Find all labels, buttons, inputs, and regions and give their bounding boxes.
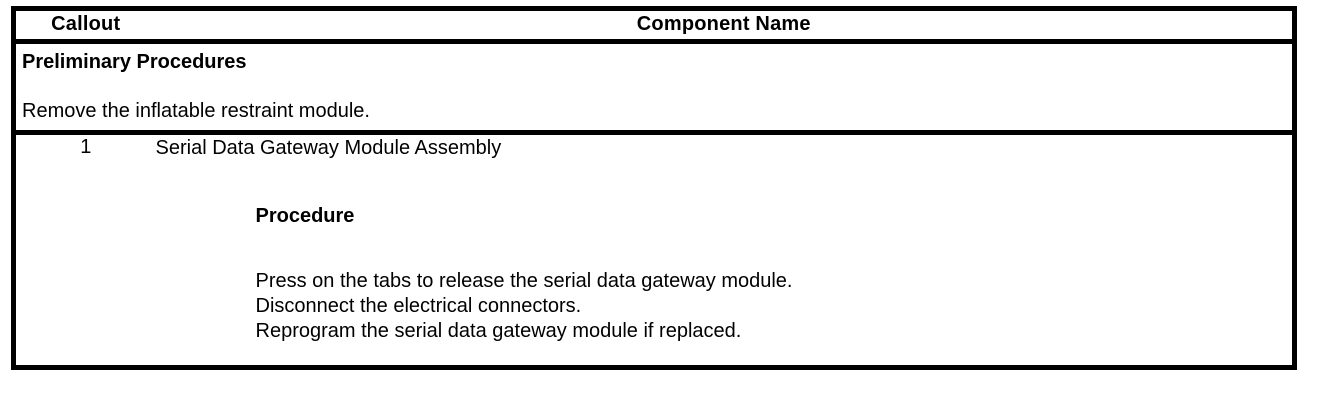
procedure-step: Disconnect the electrical connectors. [255, 295, 582, 317]
procedure-spacer-top [256, 161, 1293, 203]
preliminary-procedures-row: Preliminary Procedures Remove the inflat… [13, 41, 1295, 135]
component-title: Serial Data Gateway Module Assembly [155, 137, 502, 159]
procedure-block: Procedure Press on the tabs to release t… [256, 161, 1293, 344]
preliminary-procedures-text: Remove the inflatable restraint module. [22, 100, 370, 122]
header-cell-callout: Callout [13, 8, 156, 44]
header-label-callout: Callout [51, 13, 121, 35]
preliminary-procedures-title: Preliminary Procedures [22, 51, 247, 73]
table-row: 1 Serial Data Gateway Module Assembly Pr… [13, 132, 1295, 368]
callout-number: 1 [80, 136, 92, 158]
component-cell: Serial Data Gateway Module Assembly Proc… [155, 132, 1295, 368]
header-cell-component-name: Component Name [155, 8, 1295, 44]
procedure-step: Reprogram the serial data gateway module… [255, 320, 742, 342]
header-label-component-name: Component Name [636, 13, 811, 35]
procedure-step: Press on the tabs to release the serial … [255, 270, 793, 292]
procedure-spacer-mid [256, 229, 1293, 269]
procedure-heading: Procedure [255, 205, 355, 227]
preliminary-procedures-cell: Preliminary Procedures Remove the inflat… [13, 41, 1295, 135]
procedure-table: Callout Component Name Preliminary Proce… [11, 6, 1297, 370]
preliminary-spacer [22, 76, 1292, 98]
table-header-row: Callout Component Name [13, 8, 1295, 44]
callout-cell: 1 [13, 132, 156, 368]
